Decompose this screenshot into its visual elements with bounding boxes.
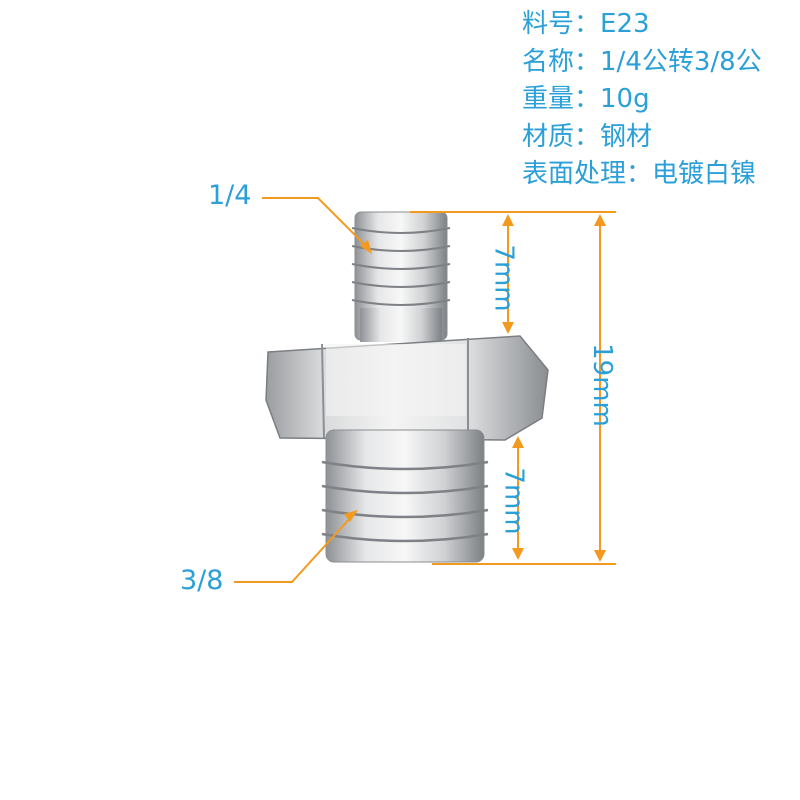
spec-label: 料号： — [522, 9, 601, 39]
spec-material: 材质：钢材 — [522, 119, 762, 157]
dimension-lines — [410, 211, 616, 565]
hex-nut — [265, 335, 549, 441]
bottom-thread — [321, 429, 489, 563]
spec-label: 表面处理： — [522, 159, 653, 189]
spec-label: 材质： — [522, 121, 601, 152]
spec-finish: 表面处理：电镀白镍 — [522, 156, 762, 194]
callout-leaders — [234, 197, 372, 583]
spec-value: 钢材 — [600, 121, 653, 152]
callout-bottom-label: 3/8 — [180, 565, 224, 596]
spec-value: E23 — [600, 9, 650, 39]
dimension-bottom-thread: 7mm — [498, 467, 529, 535]
spec-value: 10g — [600, 84, 650, 114]
spec-name: 名称：1/4公转3/8公 — [522, 44, 762, 82]
spec-value: 1/4公转3/8公 — [600, 46, 762, 77]
top-thread — [351, 211, 451, 342]
dimension-total-length: 19mm — [586, 343, 617, 427]
spec-weight: 重量：10g — [522, 81, 762, 119]
dimension-top-thread: 7mm — [488, 244, 519, 312]
spec-label: 重量： — [522, 84, 601, 114]
spec-label: 名称： — [522, 46, 601, 77]
spec-part-number: 料号：E23 — [522, 6, 762, 44]
spec-list: 料号：E23 名称：1/4公转3/8公 重量：10g 材质：钢材 表面处理：电镀… — [522, 6, 762, 194]
spec-value: 电镀白镍 — [652, 159, 757, 189]
callout-top-label: 1/4 — [208, 180, 252, 211]
